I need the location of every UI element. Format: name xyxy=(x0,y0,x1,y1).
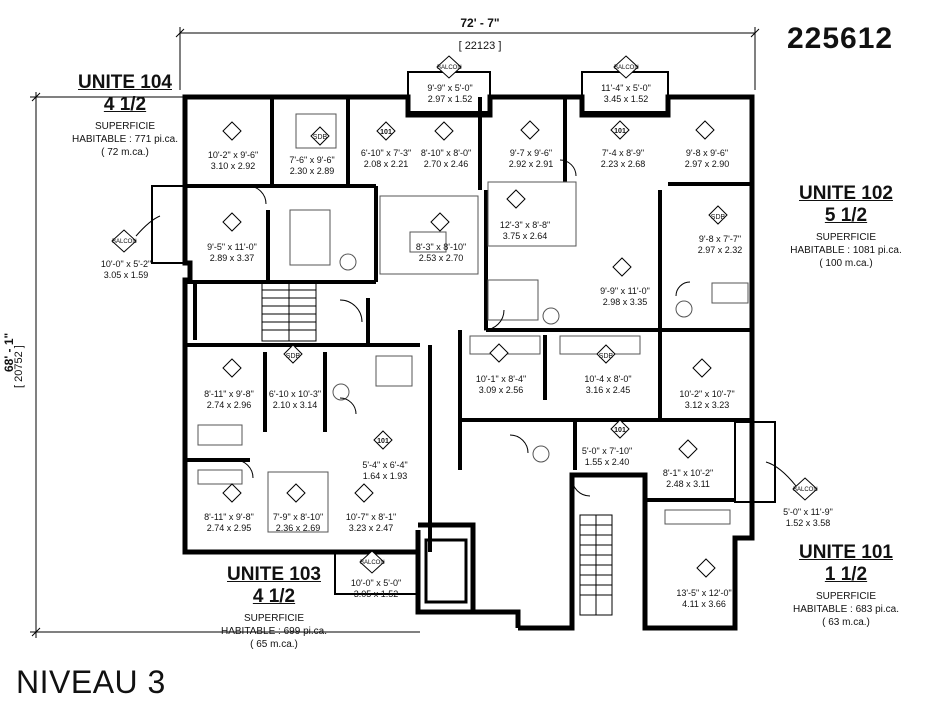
left-dimension-line xyxy=(30,92,420,638)
unit-104-block: UNITE 104 4 1/2 SUPERFICIE HABITABLE : 7… xyxy=(70,72,180,159)
unit-101-area: HABITABLE : 683 pi.ca. xyxy=(793,604,899,615)
top-dimension-line xyxy=(175,27,760,90)
unit-102-title: UNITE 102 xyxy=(799,183,893,204)
room-label: 10'-2" x 9'-6"3.10 x 2.92 xyxy=(207,150,259,171)
room-label: 13'-5" x 12'-0"4.11 x 3.66 xyxy=(676,588,732,609)
level-label: NIVEAU 3 xyxy=(16,664,166,700)
room-label: 5'-0" x 7'-10"1.55 x 2.40 xyxy=(581,446,633,467)
sdb-label: SDB xyxy=(598,353,614,360)
overall-depth-metric: [ 20752 ] xyxy=(13,345,25,388)
room-label: 8'-11" x 9'-8"2.74 x 2.96 xyxy=(204,389,254,410)
room-label: 9'-5" x 11'-0"2.89 x 3.37 xyxy=(207,242,257,263)
unit-103-type: 4 1/2 xyxy=(252,586,296,607)
room-label: 7'-6" x 9'-6"2.30 x 2.89 xyxy=(289,155,335,176)
unit-101-type: 1 1/2 xyxy=(824,564,868,585)
unit-101-title: UNITE 101 xyxy=(799,542,893,563)
room-label: 10'-1" x 8'-4"3.09 x 2.56 xyxy=(475,374,527,395)
balcony-tag-text: BALCON xyxy=(437,65,462,71)
balcony-tag-text: BALCON xyxy=(793,487,818,493)
sdb-label: SDB xyxy=(312,134,328,141)
balcony-label: 9'-9" x 5'-0"2.97 x 1.52 xyxy=(427,83,473,104)
room-label: 7'-4 x 8'-9"2.23 x 2.68 xyxy=(600,148,646,169)
kitchen-icon: 101 xyxy=(380,129,392,136)
project-number: 225612 xyxy=(787,22,894,55)
unit-101-superficie: SUPERFICIE xyxy=(815,591,876,602)
room-tag-icons xyxy=(222,120,728,578)
unit-101-block: UNITE 101 1 1/2 SUPERFICIE HABITABLE : 6… xyxy=(786,542,906,629)
unit-102-block: UNITE 102 5 1/2 SUPERFICIE HABITABLE : 1… xyxy=(786,183,906,270)
overall-width-metric: [ 22123 ] xyxy=(458,40,502,52)
kitchen-icon: 101 xyxy=(614,128,626,135)
unit-102-superficie: SUPERFICIE xyxy=(815,232,876,243)
balcony-label: 11'-4" x 5'-0"3.45 x 1.52 xyxy=(601,83,651,104)
unit-104-area: HABITABLE : 771 pi.ca. xyxy=(72,134,178,145)
unit-104-superficie: SUPERFICIE xyxy=(94,121,155,132)
unit-104-metric: ( 72 m.ca.) xyxy=(101,147,149,158)
balcony-tag-text: BALCON xyxy=(360,560,385,566)
overall-width-imperial: 72' - 7" xyxy=(460,16,500,30)
room-label: 10'-4 x 8'-0"3.16 x 2.45 xyxy=(584,374,632,395)
door-swings xyxy=(234,159,691,497)
unit-101-metric: ( 63 m.ca.) xyxy=(822,617,870,628)
unit-103-block: UNITE 103 4 1/2 SUPERFICIE HABITABLE : 6… xyxy=(216,564,332,651)
unit-102-area: HABITABLE : 1081 pi.ca. xyxy=(790,245,902,256)
room-label: 9'-9" x 11'-0"2.98 x 3.35 xyxy=(600,286,650,307)
balcony-tags xyxy=(111,55,818,574)
room-label: 10'-7" x 8'-1"3.23 x 2.47 xyxy=(345,512,397,533)
interior-walls xyxy=(185,97,752,552)
balcony-label: 10'-0" x 5'-2"3.05 x 1.59 xyxy=(100,259,152,280)
room-label: 8'-11" x 9'-8"2.74 x 2.95 xyxy=(204,512,254,533)
unit-102-metric: ( 100 m.ca.) xyxy=(819,258,873,269)
room-label: 5'-4" x 6'-4"1.64 x 1.93 xyxy=(362,460,408,481)
unit-104-type: 4 1/2 xyxy=(103,94,147,115)
unit-103-area: HABITABLE : 699 pi.ca. xyxy=(221,626,327,637)
unit-103-metric: ( 65 m.ca.) xyxy=(250,639,298,650)
sdb-label: SDB xyxy=(285,353,301,360)
room-label: 10'-2" x 10'-7"3.12 x 3.23 xyxy=(679,389,735,410)
room-label: 8'-3" x 8'-10"2.53 x 2.70 xyxy=(415,242,467,263)
room-label: 12'-3" x 8'-8"3.75 x 2.64 xyxy=(499,220,551,241)
unit-104-title: UNITE 104 xyxy=(78,72,172,93)
room-label: 7'-9" x 8'-10"2.36 x 2.69 xyxy=(272,512,324,533)
balcony-label: 5'-0" x 11'-9"1.52 x 3.58 xyxy=(783,507,833,528)
room-label: 9'-8 x 9'-6"2.97 x 2.90 xyxy=(684,148,730,169)
room-label: 8'-10" x 8'-0"2.70 x 2.46 xyxy=(420,148,472,169)
balcony-tag-text: BALCON xyxy=(614,65,639,71)
room-label: 6'-10" x 7'-3"2.08 x 2.21 xyxy=(360,148,412,169)
stairwells xyxy=(261,282,613,616)
balcony-tag-text: BALCON xyxy=(112,239,137,245)
unit-103-title: UNITE 103 xyxy=(227,564,321,585)
room-label: 8'-1" x 10'-2"2.48 x 3.11 xyxy=(662,468,714,489)
room-label: 9'-7 x 9'-6"2.92 x 2.91 xyxy=(508,148,554,169)
kitchen-icon: 101 xyxy=(377,438,389,445)
balcony-label: 10'-0" x 5'-0"3.05 x 1.52 xyxy=(350,578,402,599)
unit-103-superficie: SUPERFICIE xyxy=(243,613,304,624)
unit-102-type: 5 1/2 xyxy=(824,205,868,226)
room-label: 9'-8 x 7'-7"2.97 x 2.32 xyxy=(697,234,743,255)
kitchen-icon: 101 xyxy=(614,427,626,434)
fixtures xyxy=(197,113,749,533)
room-label: 6'-10 x 10'-3"2.10 x 3.14 xyxy=(268,389,322,410)
balcony-arrows xyxy=(135,215,797,487)
sdb-label: SDB xyxy=(710,214,726,221)
